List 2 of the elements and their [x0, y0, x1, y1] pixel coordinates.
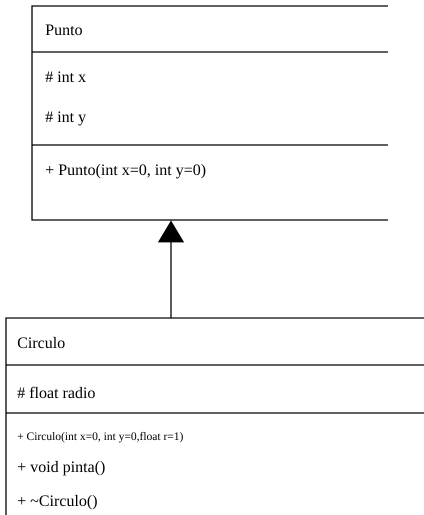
class-box: Punto # int x # int y + Punto(int x=0, int y=0) [31, 5, 388, 221]
class-box: Circulo # float radio + Circulo(int x=0, int y=0,float r=1) + void pinta() + ~Circulo() [5, 317, 424, 515]
